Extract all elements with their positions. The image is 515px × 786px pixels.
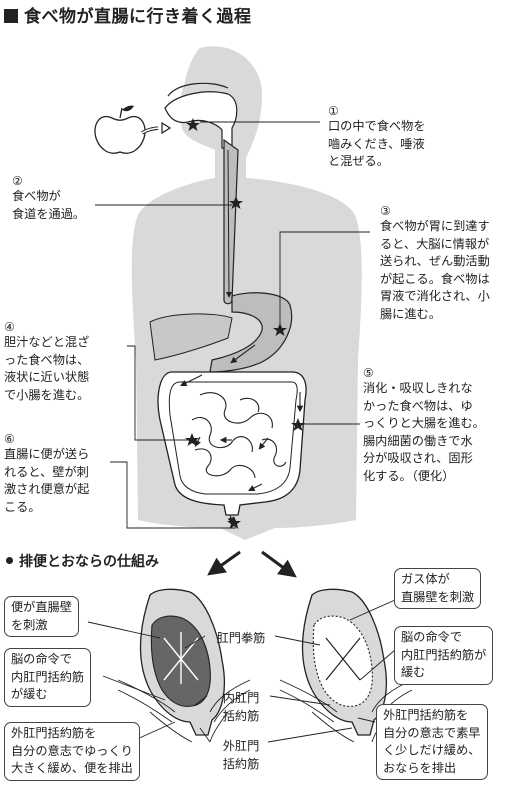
- step-3-number: ③: [380, 204, 391, 218]
- bullet-icon: [6, 557, 13, 564]
- title-square-icon: [4, 9, 18, 23]
- right-box-gas-release: 外肛門括約筋を 自分の意志で素早 く少しだけ緩め、 おならを排出: [376, 704, 488, 780]
- step-6-text: 直腸に便が送ら れると、壁が刺 激され便意が起 こる。: [4, 447, 90, 514]
- page-title: 食べ物が直腸に行き着く過程: [4, 2, 252, 27]
- stomach: [209, 292, 293, 373]
- title-text: 食べ物が直腸に行き着く過程: [24, 7, 252, 27]
- step-stars: [185, 118, 305, 529]
- step-2-text: 食べ物が 食道を通過。: [12, 189, 86, 221]
- apple-icon: [94, 105, 146, 154]
- step-6-number: ⑥: [4, 432, 15, 446]
- label-levator-ani: 肛門拳筋: [216, 631, 266, 645]
- step-1-number: ①: [328, 104, 339, 118]
- step-1-text: 口の中で食べ物を 嚙みくだき、唾液 と混ぜる。: [328, 119, 426, 168]
- large-intestine: [157, 371, 307, 516]
- rectum-right: [279, 588, 413, 743]
- leader-lines: [95, 121, 370, 529]
- right-box-gas-stimulus: ガス体が 直腸壁を刺激: [394, 568, 482, 609]
- step-5-number: ⑤: [363, 366, 374, 380]
- left-box-external-release: 外肛門括約筋を 自分の意志でゆっくり 大きく緩め、便を排出: [4, 722, 140, 781]
- left-box-stimulus: 便が直腸壁 を刺激: [4, 596, 79, 637]
- left-box-internal-relax: 脳の命令で 内肛門括約筋 が緩む: [4, 648, 92, 707]
- label-external-sphincter: 外肛門 括約筋: [222, 739, 260, 771]
- right-box-internal-relax: 脳の命令で 内肛門括約筋が 緩む: [394, 626, 494, 685]
- step-2-number: ②: [12, 174, 23, 188]
- step-3-text: 食べ物が胃に到達す ると、大脳に情報が 送られ、ぜん動活動 が起こる。食べ物は …: [380, 219, 490, 321]
- step-5-text: 消化・吸収しきれな かった食べ物は、ゆ っくりと大腸を進む。 腸内細菌の働きで水…: [363, 381, 485, 483]
- mechanism-heading: 排便とおならの仕組み: [4, 551, 159, 571]
- liver: [149, 313, 233, 361]
- label-internal-sphincter: 内肛門 括約筋: [222, 691, 260, 723]
- small-intestine: [191, 392, 287, 479]
- step-4-text: 胆汁などと混ざ った食べ物は、 液状に近い状態 で小腸を進む。: [4, 335, 90, 402]
- step-4-number: ④: [4, 320, 15, 334]
